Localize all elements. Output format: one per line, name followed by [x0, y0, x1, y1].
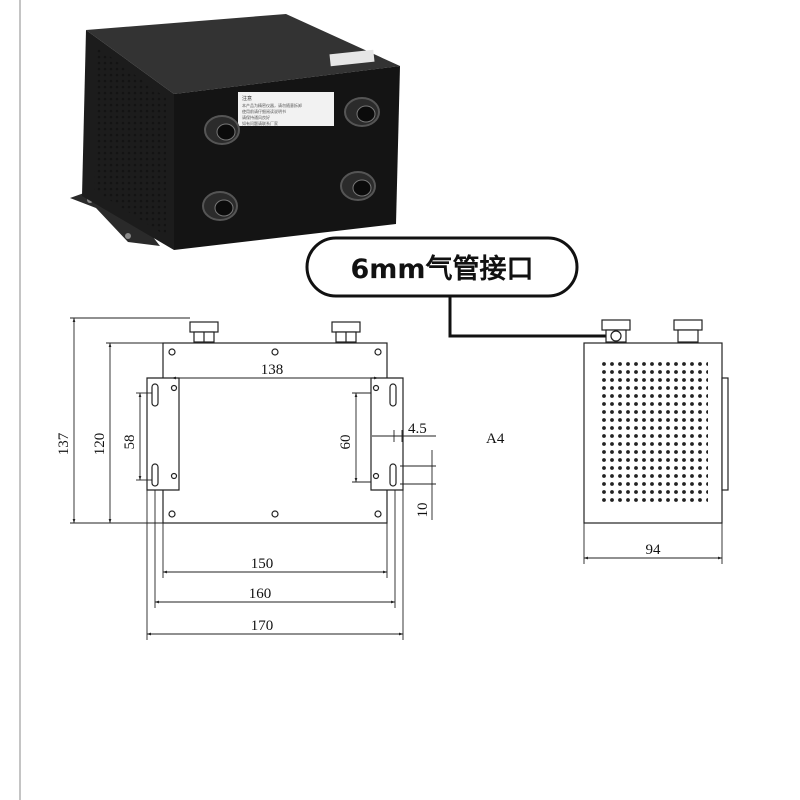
product-label: 注意 本产品为精密仪器，请勿随意拆卸 使用前请仔细阅读说明书 请保持通风良好 如…: [238, 92, 334, 126]
dim-label-170: 170: [251, 618, 274, 634]
side-back-plate: [721, 377, 729, 491]
dim-label-94: 94: [646, 542, 662, 558]
callout-leader-line: [448, 296, 614, 338]
dim-label-160: 160: [249, 586, 272, 602]
product-label-line: 如有问题请联系厂家: [242, 120, 278, 126]
product-photo: 注意 本产品为精密仪器，请勿随意拆卸 使用前请仔细阅读说明书 请保持通风良好 如…: [70, 14, 400, 250]
front-holes: [168, 348, 382, 518]
air-fitting: [204, 115, 240, 145]
product-label-line: 本产品为精密仪器，请勿随意拆卸: [242, 102, 302, 108]
mounting-flange: [70, 188, 160, 246]
front-flange-left: [146, 377, 180, 491]
dim-label-4-5: 4.5: [408, 421, 427, 437]
box-top-face: [86, 14, 400, 94]
side-perforation: [598, 360, 708, 506]
side-fitting: [673, 319, 703, 343]
product-label-title: 注意: [242, 95, 252, 102]
side-fitting: [601, 319, 631, 343]
side-view-drawing: [583, 319, 729, 524]
note-a4: A4: [486, 431, 505, 447]
front-view-drawing: [146, 321, 404, 524]
box-left-perforation: [94, 46, 166, 236]
dim-label-120: 120: [92, 433, 108, 456]
serial-sticker: [329, 49, 375, 67]
dim-label-60: 60: [338, 435, 354, 450]
front-dimension-lines: [70, 317, 436, 640]
air-fitting: [344, 97, 380, 127]
dim-label-10: 10: [415, 503, 431, 518]
product-label-line: 使用前请仔细阅读说明书: [242, 108, 286, 114]
callout-box: [305, 236, 579, 298]
dim-label-137: 137: [56, 432, 72, 455]
dim-label-58: 58: [122, 435, 138, 450]
callout-label: 6mm气管接口: [350, 254, 533, 285]
air-fitting: [340, 171, 376, 201]
side-dimension-lines: [583, 523, 723, 564]
dim-label-138: 138: [261, 362, 284, 378]
air-fitting: [202, 191, 238, 221]
fitting-callout: 6mm气管接口: [305, 236, 614, 338]
product-label-line: 请保持通风良好: [242, 114, 270, 120]
front-fitting: [331, 321, 361, 343]
dim-label-150: 150: [251, 556, 274, 572]
front-fitting: [189, 321, 219, 343]
